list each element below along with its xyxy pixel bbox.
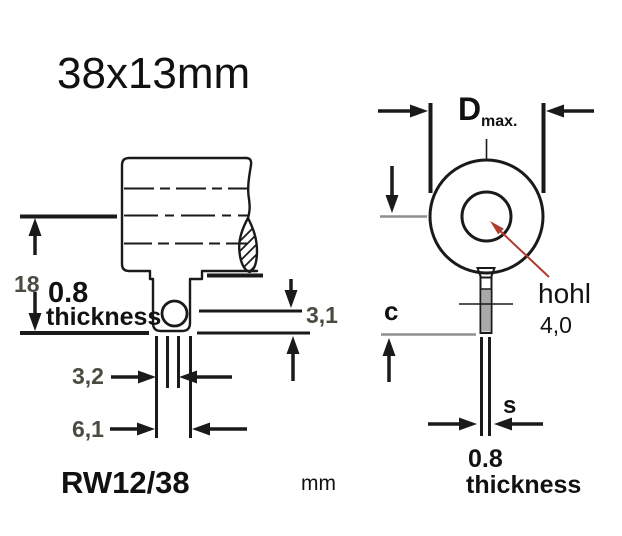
dim-c-label: c xyxy=(384,296,398,326)
left-centerlines xyxy=(124,187,248,245)
dim-diameter-subscript: max. xyxy=(481,113,517,130)
left-leg-lines xyxy=(155,336,192,438)
thickness-label-left: thickness xyxy=(46,303,161,331)
hollow-callout: hohl 4,0 xyxy=(490,221,591,338)
dim-tab-width-3-2: 3,2 xyxy=(72,363,232,389)
arrow-right-icon xyxy=(378,104,428,118)
page-title: 38x13mm xyxy=(57,49,250,98)
left-body-outline xyxy=(120,156,259,333)
arrow-left-icon xyxy=(494,417,543,431)
arrow-up-icon xyxy=(382,338,396,382)
tab-hole xyxy=(160,299,189,328)
arrow-left-icon xyxy=(192,422,247,436)
thickness-label-right: thickness xyxy=(466,471,581,499)
dim-diameter-label: D xyxy=(458,91,481,127)
red-arrowhead-icon xyxy=(490,221,504,235)
thickness-value-right: 0.8 xyxy=(468,445,503,473)
dim-hole-offset-value: 3,1 xyxy=(306,302,338,328)
arrow-left-icon xyxy=(179,370,232,384)
stem xyxy=(459,267,513,334)
arrow-down-icon xyxy=(28,292,42,331)
arrow-right-icon xyxy=(428,417,477,431)
thickness-note-left: 0.8 thickness xyxy=(46,277,161,331)
wire-lines xyxy=(480,337,491,436)
dim-leg-span-6-1: 6,1 xyxy=(72,416,247,442)
red-leader-line xyxy=(495,226,550,278)
arrow-left-icon xyxy=(546,104,594,118)
hollow-label: hohl xyxy=(538,278,591,309)
dim-tab-width-value: 3,2 xyxy=(72,363,104,389)
arrow-up-icon xyxy=(28,218,42,255)
dim-height-18: 18 xyxy=(14,214,149,335)
dim-s: s xyxy=(428,392,543,431)
right-view: D max. xyxy=(378,91,594,499)
thickness-note-right: 0.8 thickness xyxy=(466,445,581,499)
left-view: 38x13mm xyxy=(14,49,338,500)
ring xyxy=(428,139,545,275)
arrow-down-icon xyxy=(284,279,298,308)
broken-edge xyxy=(244,156,253,220)
units-label: mm xyxy=(301,472,336,495)
dim-hole-offset-3-1: 3,1 xyxy=(197,273,338,381)
arrow-down-icon xyxy=(385,166,399,213)
hollow-value: 4,0 xyxy=(540,312,572,338)
arrow-right-icon xyxy=(110,422,155,436)
thickness-value-left: 0.8 xyxy=(48,277,88,309)
dim-c: c xyxy=(380,166,476,382)
stem-gray-fill xyxy=(482,289,490,332)
dim-dmax: D max. xyxy=(378,91,594,193)
model-label: RW12/38 xyxy=(61,465,190,500)
dim-height-value: 18 xyxy=(14,271,40,297)
dim-leg-span-value: 6,1 xyxy=(72,416,104,442)
arrow-up-icon xyxy=(286,336,300,381)
dim-s-label: s xyxy=(503,392,516,419)
arrow-right-icon xyxy=(111,370,156,384)
